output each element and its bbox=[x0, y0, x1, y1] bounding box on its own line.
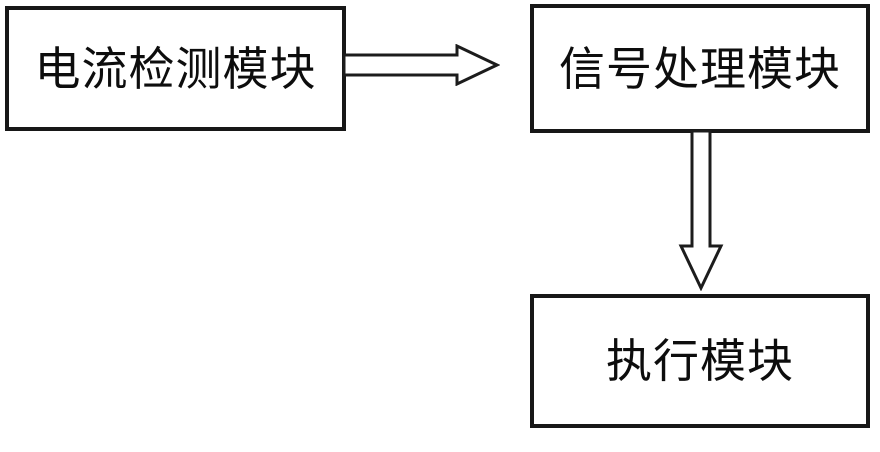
node-execution-module: 执行模块 bbox=[530, 294, 870, 428]
arrow-down-icon bbox=[678, 130, 724, 291]
arrow-right-icon bbox=[343, 44, 500, 86]
node-signal-processing-label: 信号处理模块 bbox=[559, 42, 841, 95]
node-signal-processing-module: 信号处理模块 bbox=[530, 4, 870, 133]
node-current-detection-module: 电流检测模块 bbox=[5, 6, 346, 131]
node-execution-label: 执行模块 bbox=[606, 335, 794, 387]
node-current-detection-label: 电流检测模块 bbox=[34, 42, 317, 95]
